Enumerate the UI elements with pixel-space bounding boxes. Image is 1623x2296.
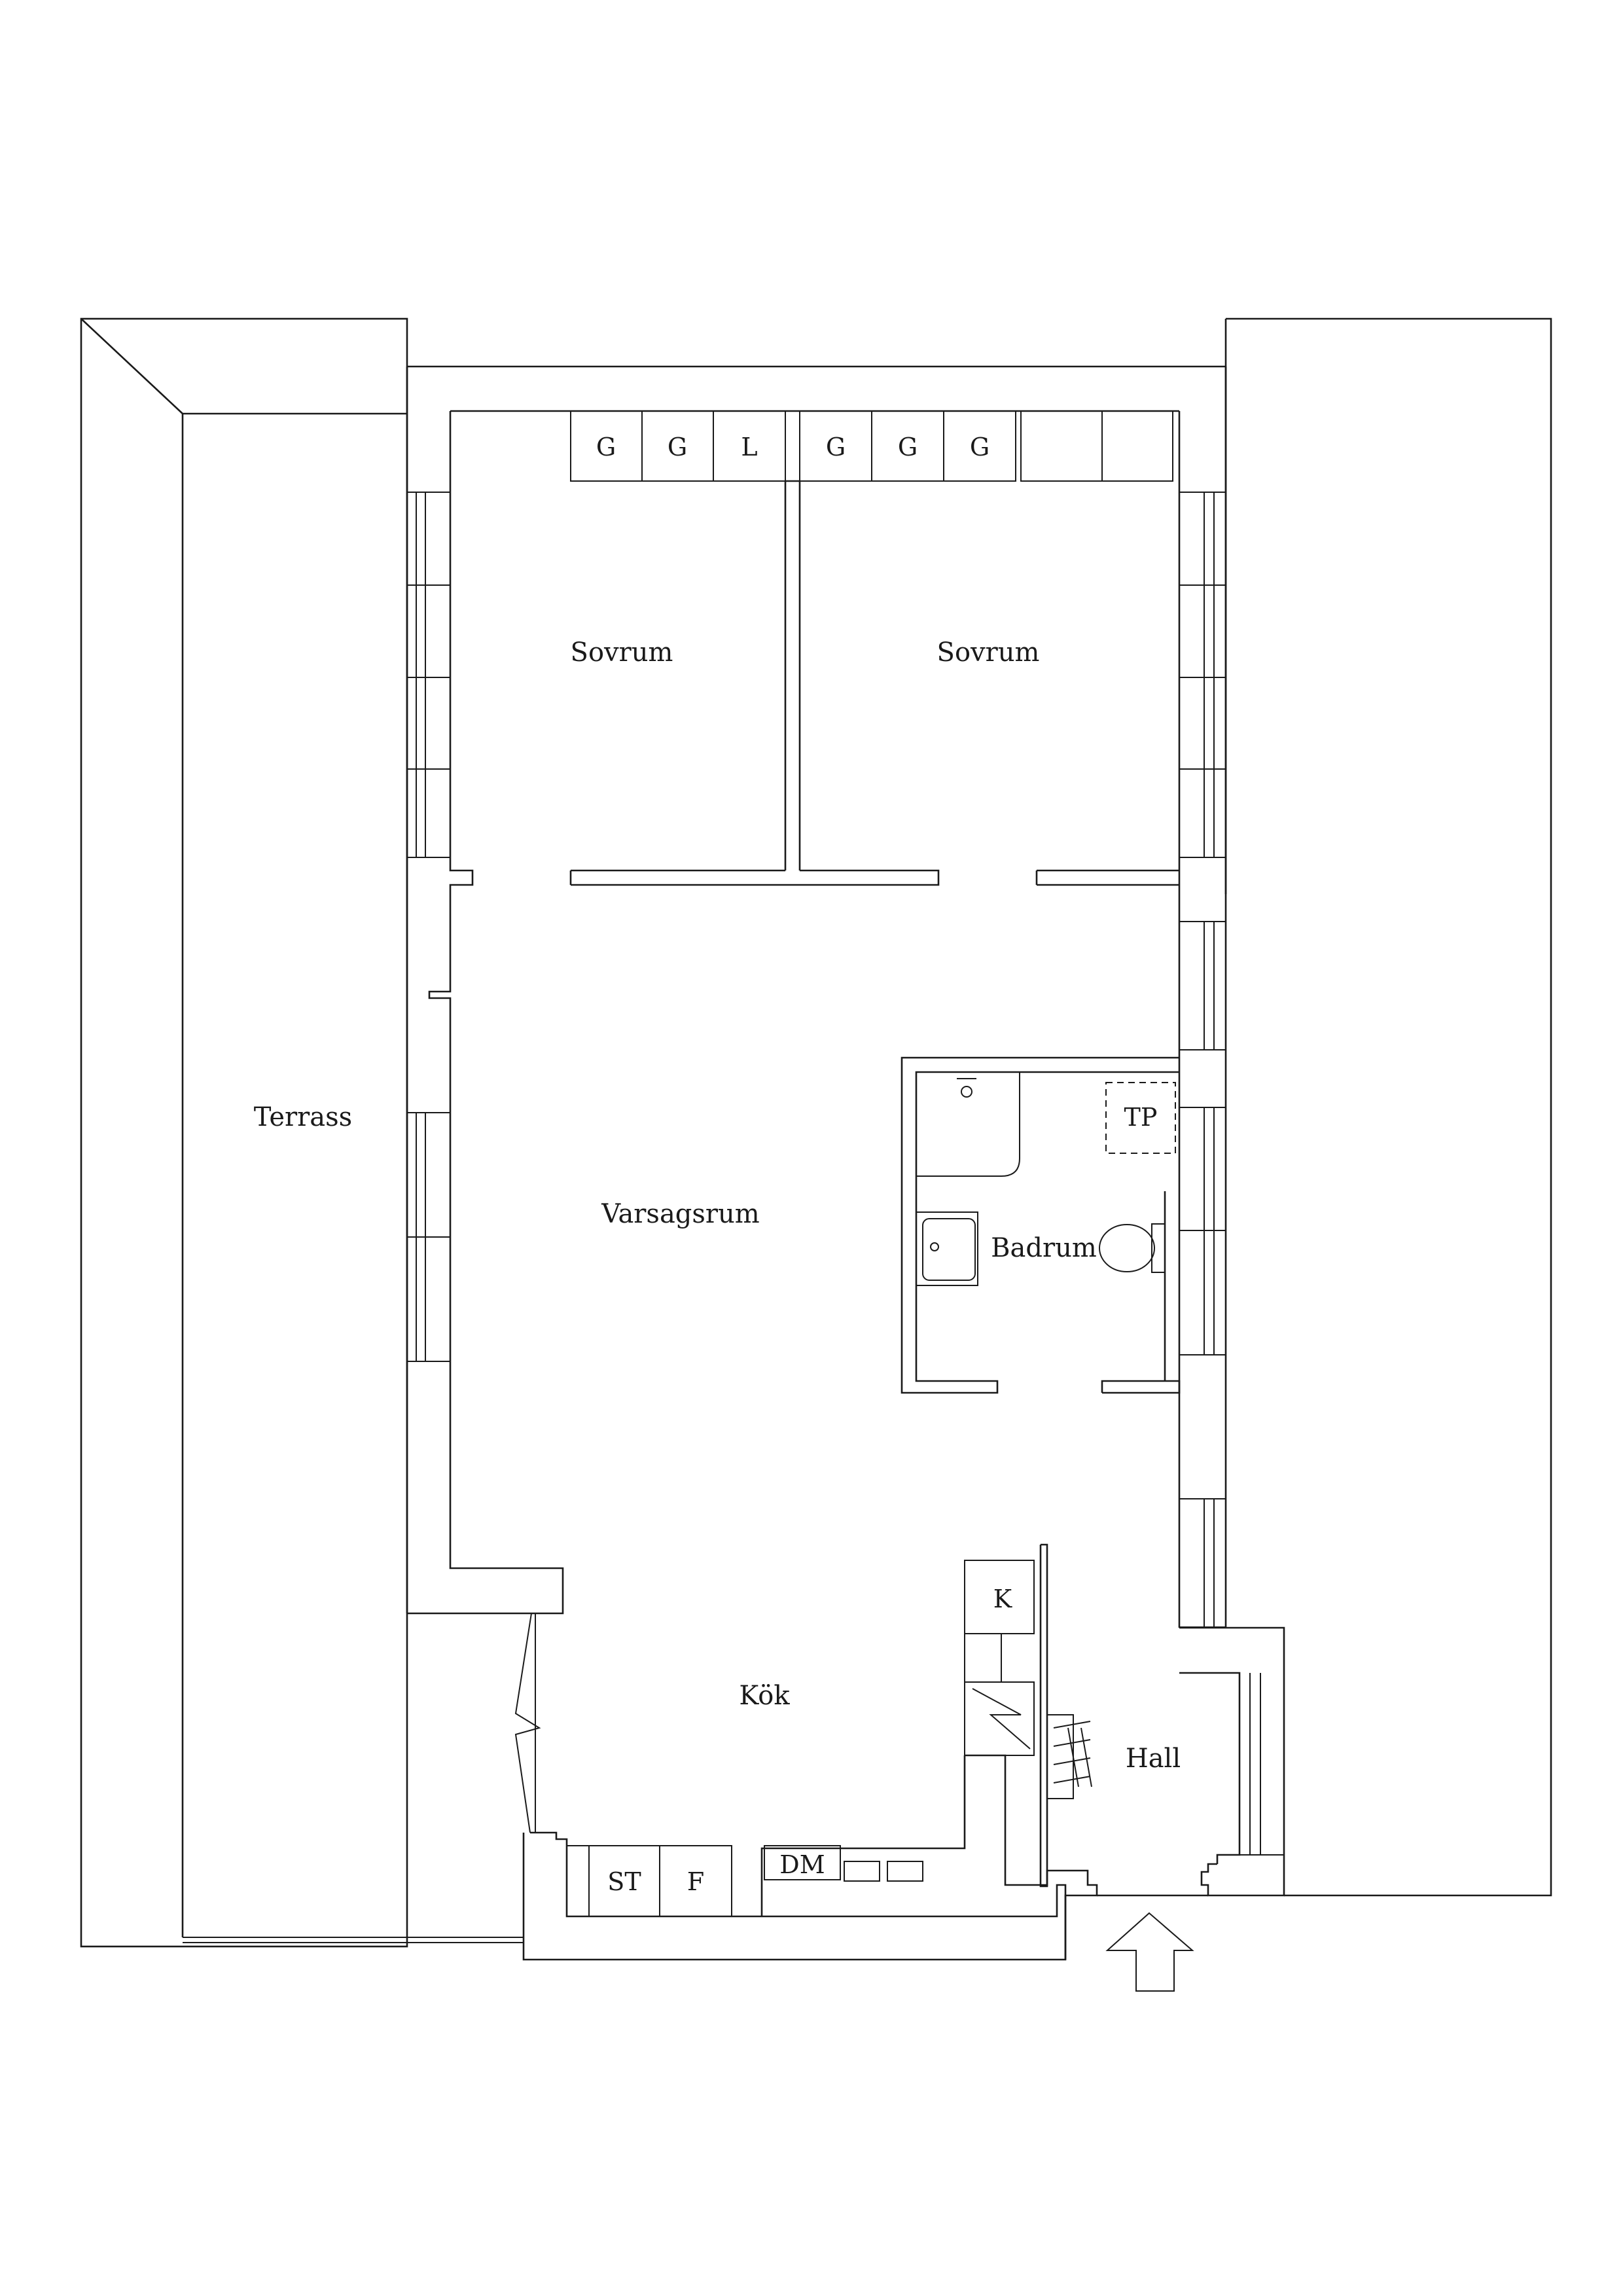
label-wardrobe-5: G: [970, 433, 990, 461]
exterior-walls: [406, 365, 1227, 1961]
label-dishwasher: DM: [779, 1850, 825, 1879]
label-linen: L: [741, 433, 757, 461]
entrance-arrow-icon: [1105, 1912, 1194, 1992]
label-terrass: Terrass: [254, 1102, 352, 1132]
label-freezer: F: [687, 1867, 704, 1896]
washbasin: [916, 1211, 978, 1286]
label-wardrobe-4: G: [898, 433, 918, 461]
label-fridge: K: [993, 1585, 1012, 1613]
hall-walls: [1046, 1626, 1285, 1960]
label-wardrobe-1: G: [596, 433, 616, 461]
wardrobes-bedroom-2: [799, 410, 1173, 482]
neighbour-building: [1224, 317, 1552, 1897]
toilet: [1099, 1223, 1166, 1273]
left-windows: [406, 492, 451, 1362]
label-varsagsrum: Varsagsrum: [601, 1199, 760, 1229]
label-badrum: Badrum: [991, 1233, 1097, 1263]
label-laundry: TP: [1124, 1103, 1158, 1132]
label-sovrum-2: Sovrum: [937, 637, 1040, 668]
wardrobes-bedroom-1: [570, 410, 786, 482]
label-stove: ST: [607, 1867, 641, 1896]
hall-rack: [1046, 1714, 1092, 1799]
label-wardrobe-2: G: [668, 433, 687, 461]
label-sovrum-1: Sovrum: [571, 637, 673, 668]
bathroom-walls: [901, 1056, 1181, 1394]
laundry-box: [1105, 1082, 1176, 1154]
terrace-outline: [80, 317, 524, 1948]
shower: [916, 1072, 1020, 1177]
right-windows: [1179, 492, 1226, 1628]
label-kok: Kök: [739, 1681, 790, 1711]
label-wardrobe-3: G: [826, 433, 846, 461]
label-hall: Hall: [1126, 1744, 1181, 1774]
kitchen-counters: [566, 1845, 923, 1917]
bedroom-partitions: [569, 480, 1179, 886]
terrace-door: [514, 1613, 541, 1833]
